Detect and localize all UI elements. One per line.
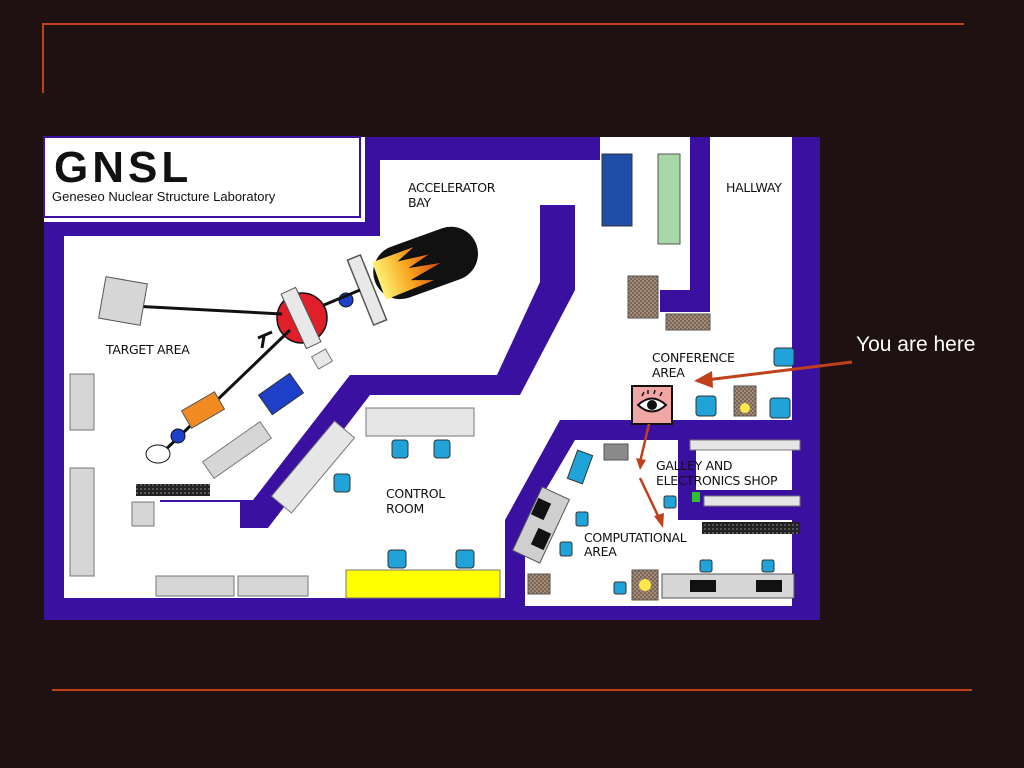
hallway-wall	[690, 137, 710, 312]
galley-inner-wall	[678, 440, 696, 510]
accelerator-tank	[372, 226, 479, 300]
label-conference-area: CONFERENCE AREA	[652, 350, 738, 380]
chair	[769, 397, 791, 419]
top-rule	[42, 23, 964, 25]
chair	[699, 559, 713, 573]
label-hallway: HALLWAY	[726, 180, 782, 195]
left-rule	[42, 23, 44, 93]
chair	[695, 395, 717, 417]
small-box	[310, 348, 334, 370]
blue-cabinet	[601, 153, 633, 227]
hatched-box	[527, 573, 551, 595]
you-are-here-label: You are here	[856, 333, 976, 356]
control-desk-yellow	[345, 569, 501, 599]
green-indicator	[692, 492, 700, 502]
logo-title: GNSL	[54, 143, 192, 192]
end-cap	[145, 444, 171, 464]
callout-arrow-head	[694, 371, 713, 388]
target-chamber	[98, 276, 148, 326]
blue-crate	[257, 372, 305, 416]
computational-wall	[505, 420, 680, 606]
monitor	[530, 527, 552, 551]
rack-3	[131, 501, 155, 527]
chair	[387, 549, 407, 569]
lamp	[639, 579, 651, 591]
rack-5	[237, 575, 309, 597]
chair	[761, 559, 775, 573]
black-bench	[136, 484, 210, 496]
beam-line-target	[131, 304, 283, 316]
hallway-wall-2	[660, 290, 708, 312]
monitor	[530, 497, 552, 521]
chair	[391, 439, 409, 459]
magnet-plate	[280, 286, 322, 350]
rack-6	[201, 421, 273, 479]
top-wall	[365, 137, 600, 157]
logo-subtitle: Geneseo Nuclear Structure Laboratory	[52, 189, 276, 204]
beam-stub	[257, 330, 273, 349]
route-arrow-head	[636, 458, 646, 470]
rack-1	[69, 373, 95, 431]
hatched-box	[627, 275, 659, 319]
conference-south-wall	[672, 420, 802, 440]
chair	[433, 439, 451, 459]
label-galley: GALLEY AND ELECTRONICS SHOP	[656, 458, 778, 488]
monitor	[690, 580, 716, 592]
chair	[575, 511, 589, 527]
chair	[613, 581, 627, 595]
lamp-table	[733, 385, 757, 417]
chair	[663, 495, 677, 509]
route-arrow	[638, 423, 651, 463]
bottom-rule	[52, 689, 972, 691]
callout-arrow	[705, 360, 853, 382]
control-console-1	[365, 407, 475, 437]
eye-icon	[631, 385, 673, 425]
galley-box	[603, 443, 629, 461]
galley-bench	[702, 522, 800, 534]
label-accelerator-bay: ACCELERATOR BAY	[408, 180, 499, 210]
label-target-area: TARGET AREA	[105, 342, 190, 357]
logo-box	[43, 136, 361, 218]
chair	[455, 549, 475, 569]
hatched-box	[665, 313, 711, 331]
green-cabinet	[657, 153, 681, 245]
blue-detector	[170, 428, 186, 444]
galley-counter	[703, 495, 801, 507]
monitor	[756, 580, 782, 592]
chair	[333, 473, 351, 493]
blue-tower	[566, 449, 594, 485]
label-control-room: CONTROL ROOM	[386, 486, 449, 516]
route-arrow-head	[654, 513, 664, 528]
chair	[773, 347, 795, 367]
computer-rack	[511, 486, 571, 564]
rack-4	[155, 575, 235, 597]
rack-2	[69, 467, 95, 577]
label-computational-area: COMPUTATIONAL AREA	[584, 530, 690, 559]
accelerator-plate	[346, 253, 388, 327]
route-arrow	[638, 477, 662, 521]
lamp	[740, 403, 750, 413]
counter	[689, 439, 801, 451]
orange-detector	[180, 391, 226, 429]
control-console-2	[270, 420, 356, 514]
chair	[559, 541, 573, 557]
